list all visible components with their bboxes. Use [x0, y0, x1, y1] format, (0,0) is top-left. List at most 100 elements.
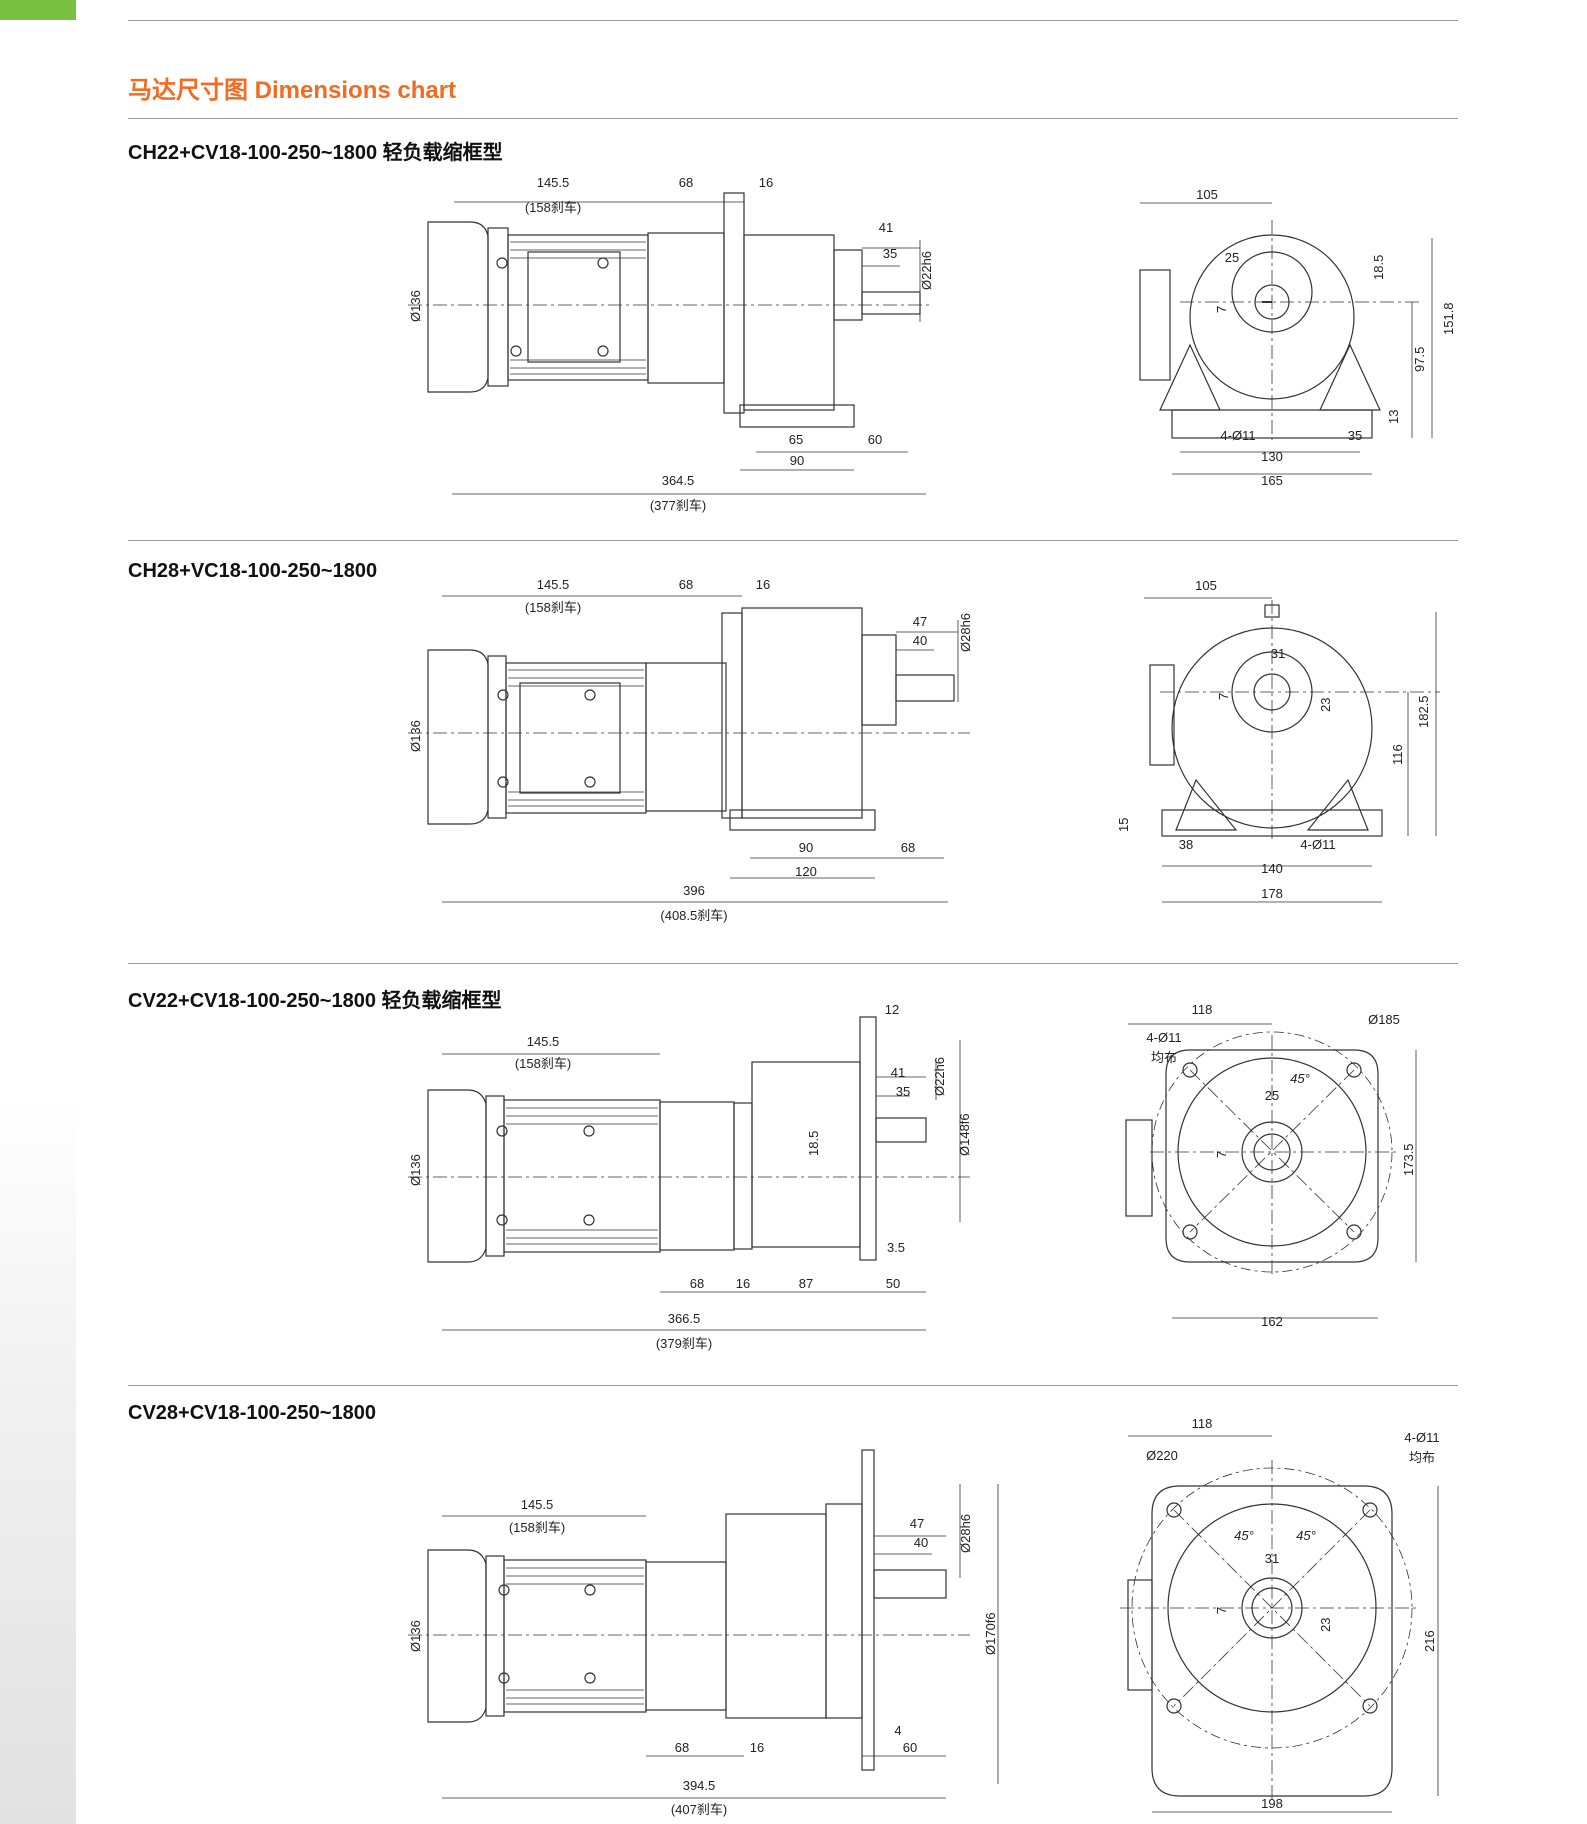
s4-front-ang1: 45°	[1234, 1528, 1254, 1543]
s3-front-holes-b: 均布	[1151, 1050, 1177, 1065]
s2-dim-total-b: (408.5刹车)	[660, 908, 727, 923]
s4-front-pcd: Ø220	[1146, 1448, 1178, 1463]
section-divider	[128, 118, 1458, 119]
s3-front-pcd: Ø185	[1368, 1012, 1400, 1027]
s4-front-w: 118	[1192, 1416, 1213, 1431]
s2-dim-d2: 68	[679, 577, 693, 592]
s3-dim-d7: 50	[886, 1276, 900, 1291]
s1-front-e: 35	[1348, 428, 1362, 443]
s4-dim-d2: 68	[675, 1740, 689, 1755]
s3-dim-d1b: (158刹车)	[515, 1056, 571, 1071]
s4-front-a: 31	[1265, 1551, 1279, 1566]
s3-dim-d5: 35	[896, 1084, 910, 1099]
s1-dim-dia: Ø136	[408, 290, 423, 322]
s1-dim-d6: 65	[789, 432, 803, 447]
s3-dim-d2: 68	[690, 1276, 704, 1291]
s3-dim-total-b: (379刹车)	[656, 1336, 712, 1351]
section-title-2: CH28+VC18-100-250~1800	[128, 560, 378, 582]
s4-dim-total: 394.5	[683, 1778, 716, 1793]
s2-dim-d7: 68	[901, 840, 915, 855]
s1-dim-total-b: (377刹车)	[650, 498, 706, 513]
s3-front-ang: 45°	[1290, 1071, 1310, 1086]
section3-front-view	[1125, 1023, 1417, 1319]
s1-front-g: 165	[1261, 473, 1283, 488]
s1-front-a: 25	[1225, 250, 1239, 265]
section-divider	[128, 963, 1458, 964]
s3-dim-d0: 12	[885, 1002, 899, 1017]
s4-dim-d1: 145.5	[521, 1497, 554, 1512]
s4-dim-d3: 16	[750, 1740, 764, 1755]
s2-front-holes: 4-Ø11	[1300, 837, 1335, 852]
s2-front-h1: 182.5	[1416, 695, 1431, 728]
s2-front-g: 178	[1261, 886, 1283, 901]
s2-dim-shaft: Ø28h6	[958, 613, 973, 652]
s2-dim-d4: 47	[913, 614, 927, 629]
s1-front-f: 130	[1261, 449, 1283, 464]
s1-front-w: 105	[1196, 187, 1218, 202]
s4-dim-shaft: Ø28h6	[958, 1514, 973, 1553]
s1-front-b: 18.5	[1371, 255, 1386, 280]
s2-front-h2: 116	[1390, 744, 1405, 765]
s2-front-h3: 15	[1116, 818, 1131, 832]
s3-dim-d1: 145.5	[527, 1034, 560, 1049]
s4-dim-dia: Ø136	[408, 1620, 423, 1652]
s2-dim-d1b: (158刹车)	[525, 600, 581, 615]
s4-dim-d1b: (158刹车)	[509, 1520, 565, 1535]
s2-dim-d6: 90	[799, 840, 813, 855]
s2-dim-d5: 40	[913, 633, 927, 648]
section2-side-view	[408, 595, 970, 903]
s3-dim-total: 366.5	[668, 1311, 701, 1326]
top-rule	[128, 20, 1458, 21]
s1-dim-d8: 90	[790, 453, 804, 468]
s2-front-a: 31	[1271, 646, 1285, 661]
s3-front-holes: 4-Ø11	[1146, 1030, 1181, 1045]
s4-dim-total-b: (407刹车)	[671, 1802, 727, 1817]
s1-dim-shaft: Ø22h6	[919, 251, 934, 290]
s2-dim-total: 396	[683, 883, 705, 898]
s3-dim-h: 18.5	[806, 1131, 821, 1156]
s1-front-h1: 151.8	[1441, 302, 1456, 335]
section-title-3: CV22+CV18-100-250~1800 轻负载缩框型	[128, 990, 502, 1012]
section-title-1: CH22+CV18-100-250~1800 轻负载缩框型	[128, 142, 503, 164]
s3-front-w: 118	[1192, 1002, 1213, 1017]
s3-front-c: 7	[1214, 1151, 1229, 1158]
s2-front-w: 105	[1195, 578, 1217, 593]
s1-dim-d1: 145.5	[537, 175, 570, 190]
s2-front-c: 7	[1216, 693, 1231, 700]
s1-dim-d5: 35	[883, 246, 897, 261]
section4-side-view	[408, 1449, 999, 1799]
s3-dim-flange: Ø148f6	[957, 1113, 972, 1156]
s2-dim-d1: 145.5	[537, 577, 570, 592]
s1-front-holes: 4-Ø11	[1220, 428, 1255, 443]
s1-front-h3: 13	[1386, 410, 1401, 424]
s4-front-b: 23	[1318, 1618, 1333, 1632]
s1-front-c: 7	[1214, 306, 1229, 313]
section-title-4: CV28+CV18-100-250~1800	[128, 1402, 376, 1424]
s3-front-a: 25	[1265, 1088, 1279, 1103]
s3-dim-d3: 16	[736, 1276, 750, 1291]
side-accent-bar	[0, 0, 76, 20]
section4-front-view	[1120, 1435, 1439, 1813]
s4-dim-t: 4	[894, 1723, 901, 1738]
s4-front-g: 198	[1261, 1796, 1283, 1811]
s2-front-e: 38	[1179, 837, 1193, 852]
section-divider	[128, 1385, 1458, 1386]
s3-front-g: 162	[1261, 1314, 1283, 1329]
s4-dim-flange: Ø170f6	[983, 1612, 998, 1655]
s3-dim-dia: Ø136	[408, 1154, 423, 1186]
s1-dim-total: 364.5	[662, 473, 695, 488]
s1-dim-d2: 68	[679, 175, 693, 190]
s1-dim-d4: 41	[879, 220, 893, 235]
s4-front-holes-b: 均布	[1409, 1450, 1435, 1465]
s2-dim-d8: 120	[795, 864, 817, 879]
s1-dim-d3: 16	[759, 175, 773, 190]
s2-front-f: 140	[1261, 861, 1283, 876]
section2-front-view	[1144, 597, 1440, 903]
s2-dim-dia: Ø136	[408, 720, 423, 752]
s2-front-b: 23	[1318, 698, 1333, 712]
page-title: 马达尺寸图 Dimensions chart	[128, 77, 457, 104]
s1-dim-d7: 60	[868, 432, 882, 447]
s3-dim-d4: 41	[891, 1065, 905, 1080]
section1-side-view	[408, 192, 930, 495]
